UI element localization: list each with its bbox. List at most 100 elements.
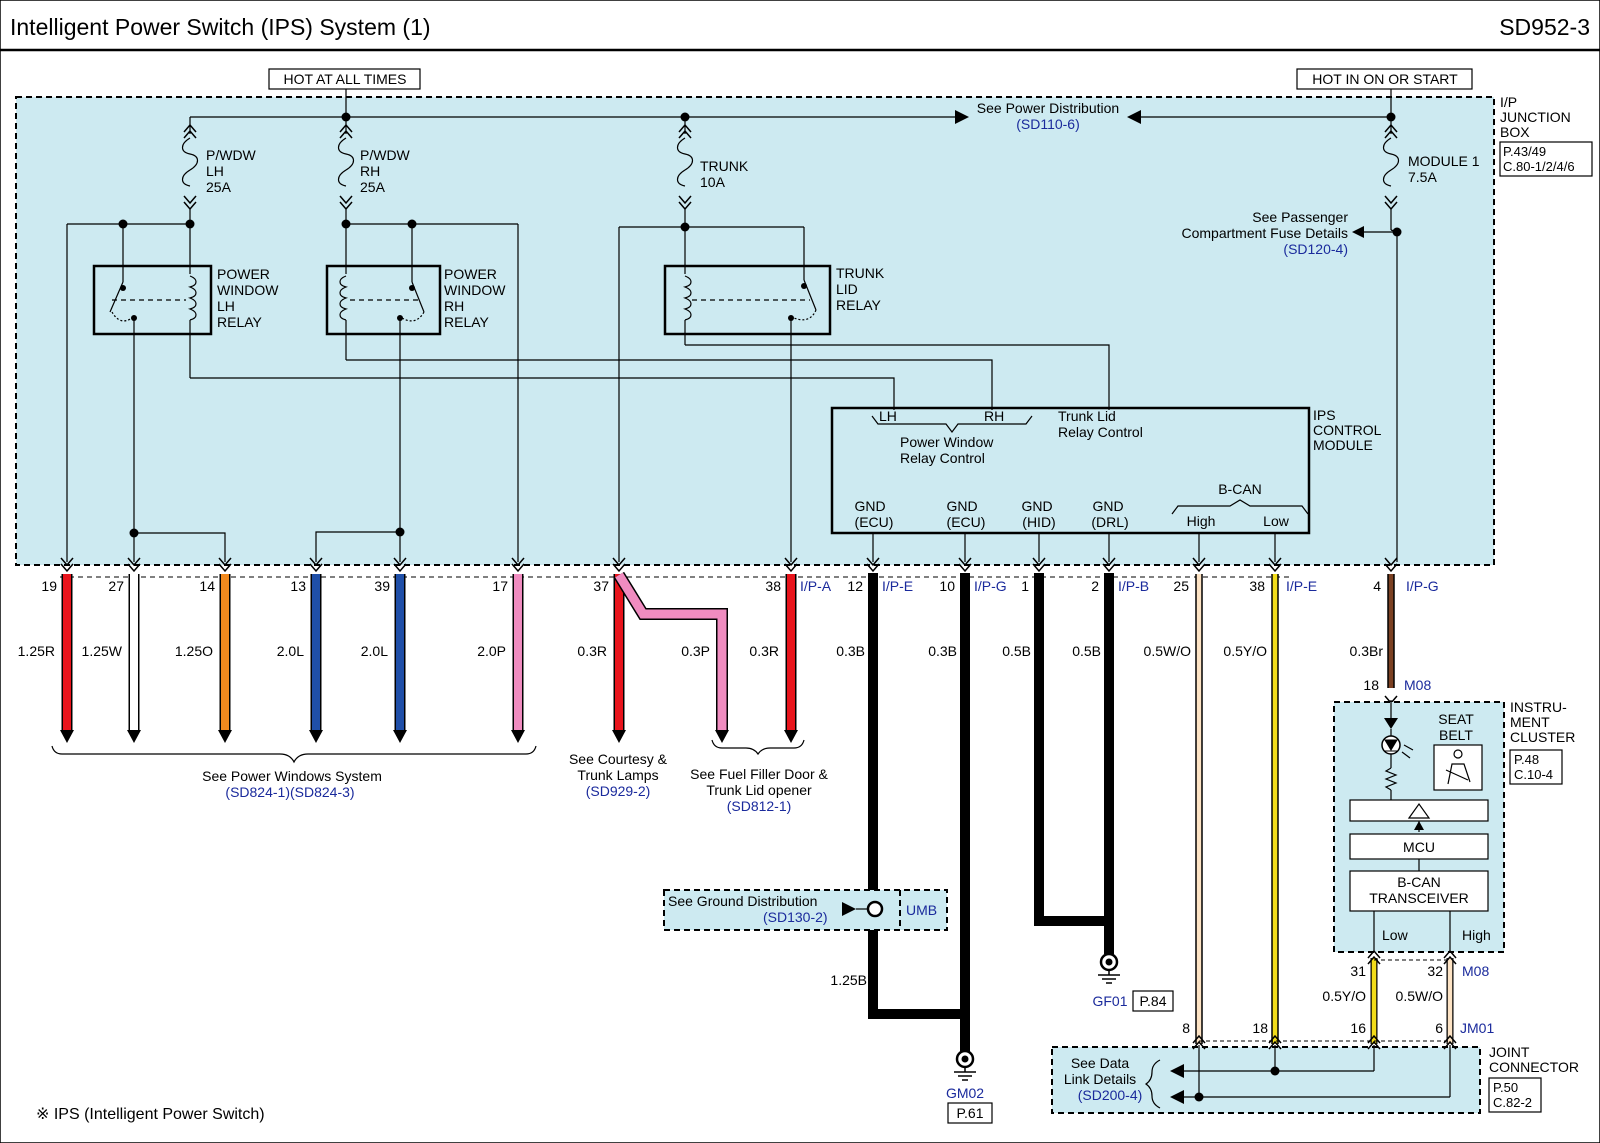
joint-jm01: JM01	[1460, 1020, 1494, 1036]
joint-pin-18: 18	[1252, 1020, 1268, 1036]
gm02-label: GM02	[946, 1085, 984, 1101]
connector-ipb: I/P-B	[1118, 578, 1149, 594]
relay-rh-label-1: POWER	[444, 266, 497, 282]
joint-pin-16: 16	[1350, 1020, 1366, 1036]
cluster-pin-18: 18	[1363, 677, 1379, 693]
hot-in-on-label: HOT IN ON OR START	[1312, 71, 1458, 87]
see-passenger-1: See Passenger	[1252, 209, 1348, 225]
ips-module-label-3: MODULE	[1313, 437, 1373, 453]
cluster-pin-32: 32	[1427, 963, 1443, 979]
dest-courtesy-1: See Courtesy &	[569, 751, 668, 767]
wire-label: 0.3B	[928, 643, 957, 659]
cluster-high: High	[1462, 927, 1491, 943]
ip-junction-box-label-2: JUNCTION	[1500, 109, 1571, 125]
fuse-pwdw-lh-icon	[181, 137, 199, 187]
cluster-name-3: CLUSTER	[1510, 729, 1575, 745]
cluster-name-2: MENT	[1510, 714, 1550, 730]
gnd-ecu-2-label-a: GND	[946, 498, 977, 514]
joint-ref-1: P.50	[1493, 1080, 1518, 1095]
joint-see-ref[interactable]: (SD200-4)	[1078, 1087, 1143, 1103]
joint-pin-6: 6	[1435, 1020, 1443, 1036]
ips-trunk-label-2: Relay Control	[1058, 424, 1143, 440]
connector-ipe-2: I/P-E	[1286, 578, 1317, 594]
wire-label: 2.0P	[477, 643, 506, 659]
ips-lh-label: LH	[879, 408, 897, 424]
wire-label: 0.3P	[681, 643, 710, 659]
connector-ipe: I/P-E	[882, 578, 913, 594]
ips-bcan-label: B-CAN	[1218, 481, 1262, 497]
wire-label: 0.3B	[836, 643, 865, 659]
ips-module-label-2: CONTROL	[1313, 422, 1382, 438]
footnote: ※ IPS (Intelligent Power Switch)	[36, 1106, 265, 1123]
relay-trunk-label-2: LID	[836, 281, 858, 297]
wire-label: 1.25W	[82, 643, 123, 659]
cluster-bcan-2: TRANSCEIVER	[1369, 890, 1469, 906]
joint-name-2: CONNECTOR	[1489, 1059, 1579, 1075]
relay-rh-label-2: WINDOW	[444, 282, 506, 298]
seat-belt-icon	[1433, 744, 1483, 791]
fuse-trunk-label-1: TRUNK	[700, 158, 749, 174]
seat-belt-label-1: SEAT	[1438, 711, 1474, 727]
pin-number: 14	[199, 578, 215, 594]
relay-rh-label-4: RELAY	[444, 314, 490, 330]
gnd-ecu-2-label-b: (ECU)	[947, 514, 986, 530]
see-passenger-2: Compartment Fuse Details	[1181, 225, 1348, 241]
pin-number: 17	[492, 578, 508, 594]
fuse-pwdw-lh-label-1: P/WDW	[206, 147, 257, 163]
cluster-mcu: MCU	[1403, 839, 1435, 855]
fuse-pwdw-lh-label-3: 25A	[206, 179, 232, 195]
see-power-distribution-ref[interactable]: (SD110-6)	[1016, 116, 1080, 132]
cluster-ref-2: C.10-4	[1514, 767, 1553, 782]
dest-fuel-ref[interactable]: (SD812-1)	[727, 798, 792, 814]
cluster-m08: M08	[1404, 677, 1431, 693]
pin-number: 38	[765, 578, 781, 594]
ip-junction-box-label-1: I/P	[1500, 94, 1517, 110]
gf01-ref[interactable]: P.84	[1140, 993, 1167, 1009]
ips-control-module	[830, 406, 1311, 535]
gm02-ref[interactable]: P.61	[957, 1105, 984, 1121]
ground-see: See Ground Distribution	[668, 893, 817, 909]
ground-wire-label: 1.25B	[830, 972, 867, 988]
ips-pw-label-2: Relay Control	[900, 450, 985, 466]
pin-number: 1	[1021, 578, 1029, 594]
relay-rh-label-3: RH	[444, 298, 464, 314]
fuse-trunk-label-2: 10A	[700, 174, 726, 190]
bcan-high-label: High	[1187, 513, 1216, 529]
wire-label: 0.3R	[749, 643, 779, 659]
joint-ref-2: C.82-2	[1493, 1095, 1532, 1110]
ip-junction-box-ref-1: P.43/49	[1503, 144, 1546, 159]
wire-label: 0.3Br	[1350, 643, 1384, 659]
ground-see-ref[interactable]: (SD130-2)	[763, 909, 828, 925]
gnd-hid-label-a: GND	[1021, 498, 1052, 514]
bcan-low-label: Low	[1263, 513, 1290, 529]
dest-courtesy-ref[interactable]: (SD929-2)	[586, 783, 651, 799]
joint-see-2: Link Details	[1064, 1071, 1136, 1087]
gf01-label: GF01	[1092, 993, 1127, 1009]
cluster-pin-31: 31	[1350, 963, 1366, 979]
wire-label: 1.25R	[18, 643, 55, 659]
connector-ipg: I/P-G	[974, 578, 1007, 594]
dest-power-windows-ref[interactable]: (SD824-1)(SD824-3)	[225, 784, 354, 800]
gnd-ecu-1-label-b: (ECU)	[855, 514, 894, 530]
ips-module-label-1: IPS	[1313, 407, 1336, 423]
wire-label: 0.5B	[1002, 643, 1031, 659]
fuse-trunk-icon	[676, 137, 694, 187]
cluster-name-1: INSTRU-	[1510, 699, 1567, 715]
connector-ipg-2: I/P-G	[1406, 578, 1439, 594]
see-passenger-ref[interactable]: (SD120-4)	[1283, 241, 1348, 257]
gnd-drl-label-a: GND	[1092, 498, 1123, 514]
ips-rh-label: RH	[984, 408, 1004, 424]
joint-connector	[1051, 1046, 1481, 1114]
pin-number: 27	[108, 578, 124, 594]
relay-trunk-label-3: RELAY	[836, 297, 882, 313]
fuse-pwdw-rh-label-1: P/WDW	[360, 147, 411, 163]
joint-name-1: JOINT	[1489, 1044, 1530, 1060]
ips-pw-label-1: Power Window	[900, 434, 994, 450]
wire-label: 0.5B	[1072, 643, 1101, 659]
relay-power-window-rh	[325, 264, 442, 336]
cluster-m08-b: M08	[1462, 963, 1489, 979]
pin-number: 4	[1373, 578, 1381, 594]
dest-power-windows: See Power Windows System	[202, 768, 382, 784]
ips-trunk-label-1: Trunk Lid	[1058, 408, 1116, 424]
hot-at-all-times-label: HOT AT ALL TIMES	[284, 71, 407, 87]
